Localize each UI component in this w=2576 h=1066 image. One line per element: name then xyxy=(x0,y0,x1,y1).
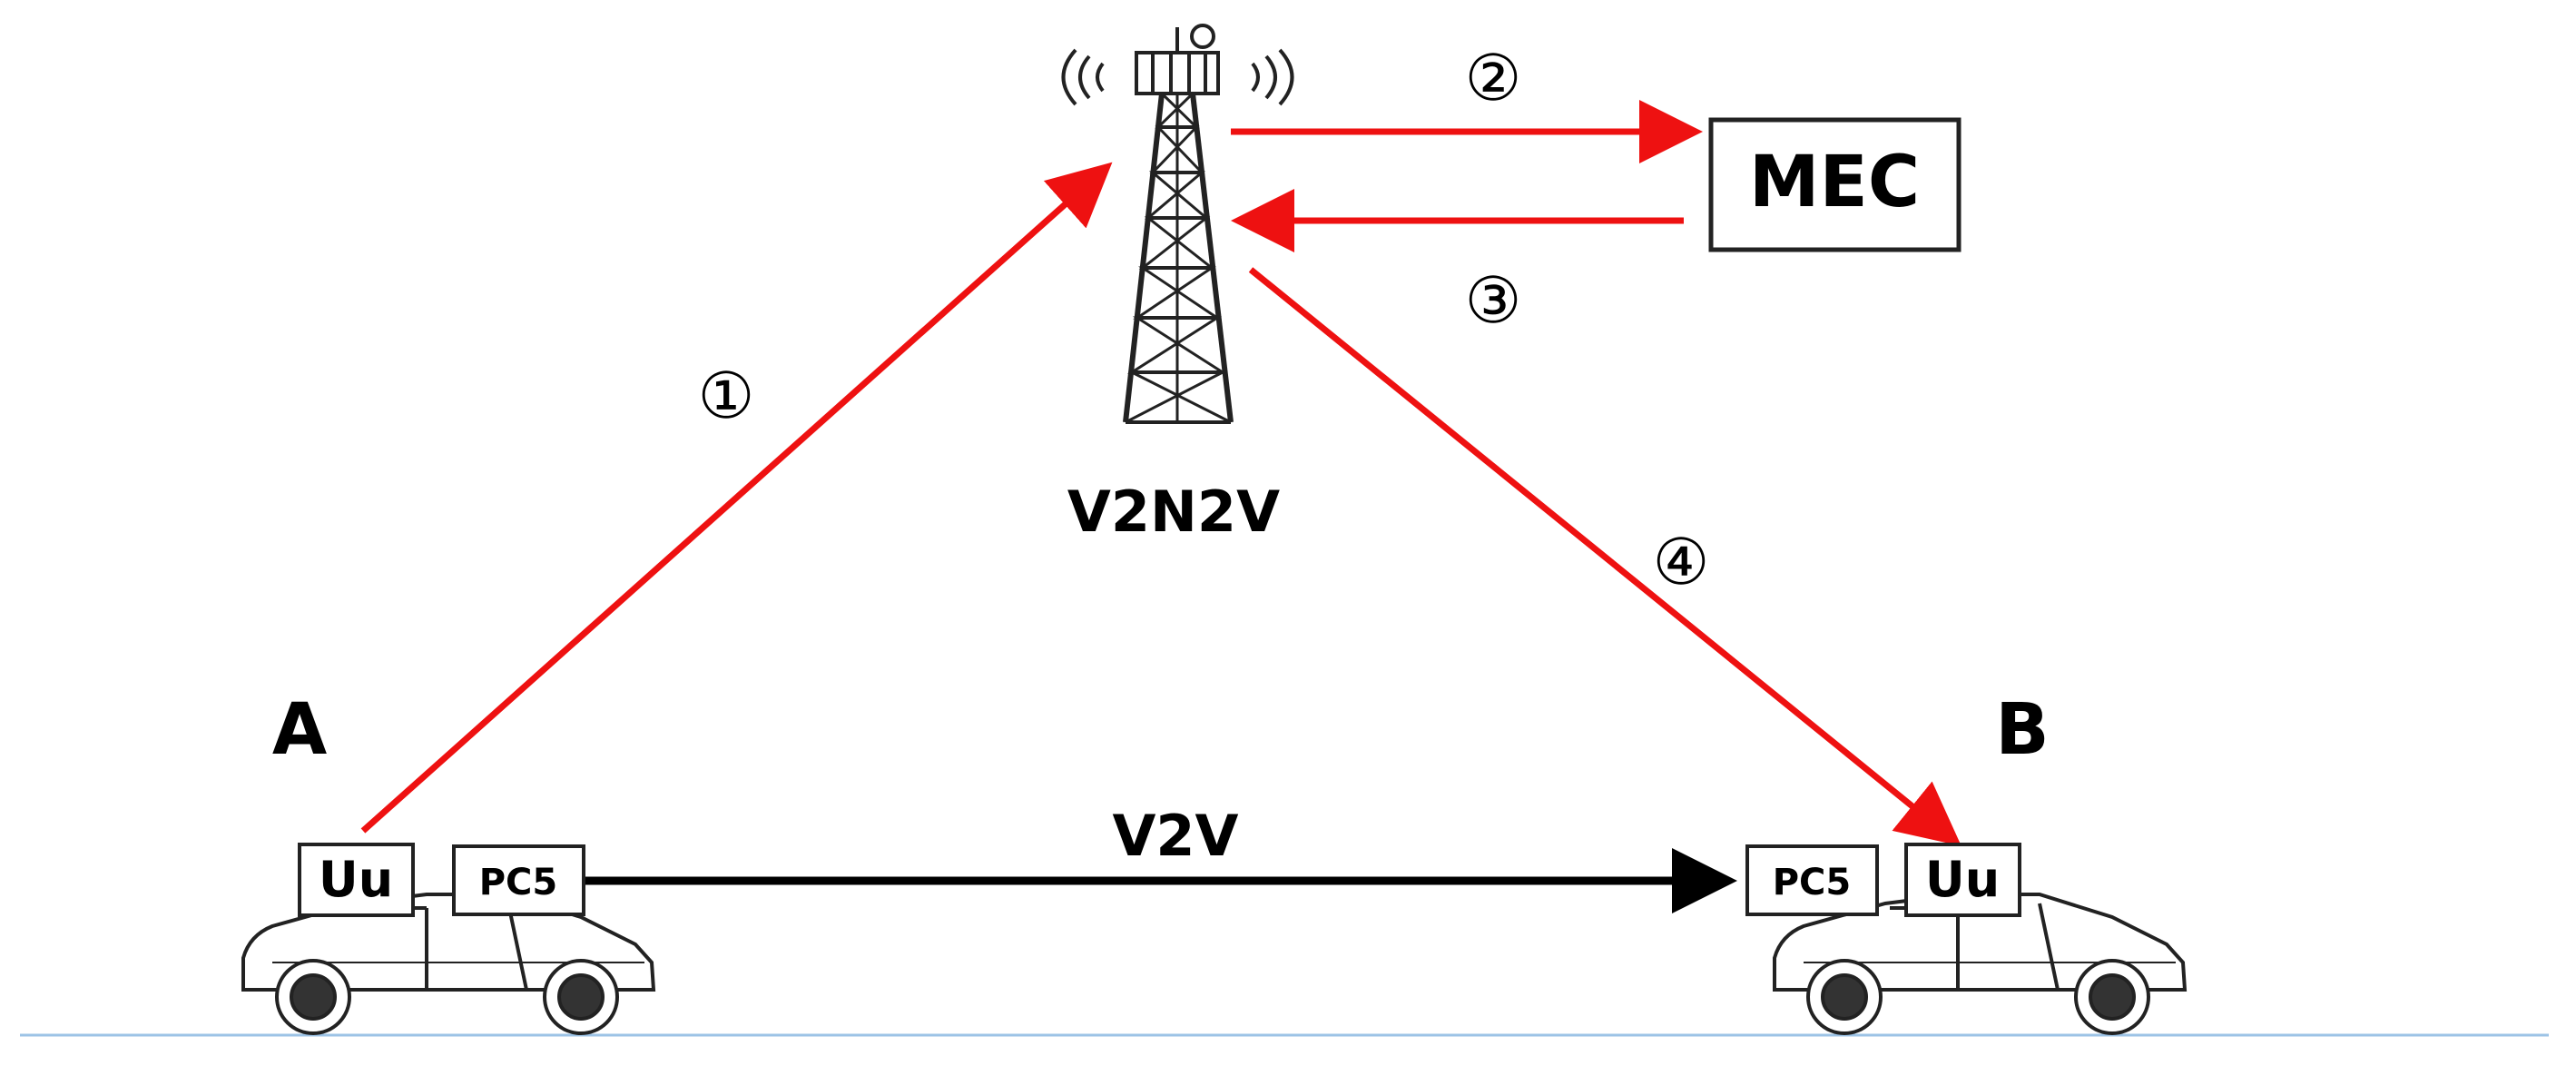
cell-tower-icon xyxy=(1061,24,1294,424)
step-3-label: ③ xyxy=(1465,263,1522,338)
vehicle-b-name: B xyxy=(1995,689,2049,771)
step-2-label: ② xyxy=(1465,41,1522,115)
vehicle-b-uu-box xyxy=(1904,843,2021,917)
vehicle-a-uu-label: Uu xyxy=(319,851,393,908)
v2v-label: V2V xyxy=(1112,803,1238,869)
vehicle-b-uu-label: Uu xyxy=(1925,851,2000,908)
vehicle-b-pc5-label: PC5 xyxy=(1773,862,1852,903)
arrow-step-1 xyxy=(360,162,1113,834)
vehicle-a-car-icon xyxy=(241,893,656,1035)
step-4-label: ④ xyxy=(1653,525,1710,599)
vehicle-b-pc5-box xyxy=(1745,844,1879,916)
mec-label: MEC xyxy=(1749,142,1920,223)
vehicle-b-car-icon xyxy=(1773,893,2188,1035)
vehicle-a-pc5-box xyxy=(452,844,585,916)
tower-label: V2N2V xyxy=(1067,479,1280,545)
arrow-step-4 xyxy=(1248,267,1961,846)
vehicle-a-pc5-label: PC5 xyxy=(479,862,558,903)
vehicle-a-name: A xyxy=(272,689,327,771)
mec-box xyxy=(1708,117,1961,252)
step-1-label: ① xyxy=(698,359,755,433)
vehicle-a-uu-box xyxy=(298,843,415,917)
